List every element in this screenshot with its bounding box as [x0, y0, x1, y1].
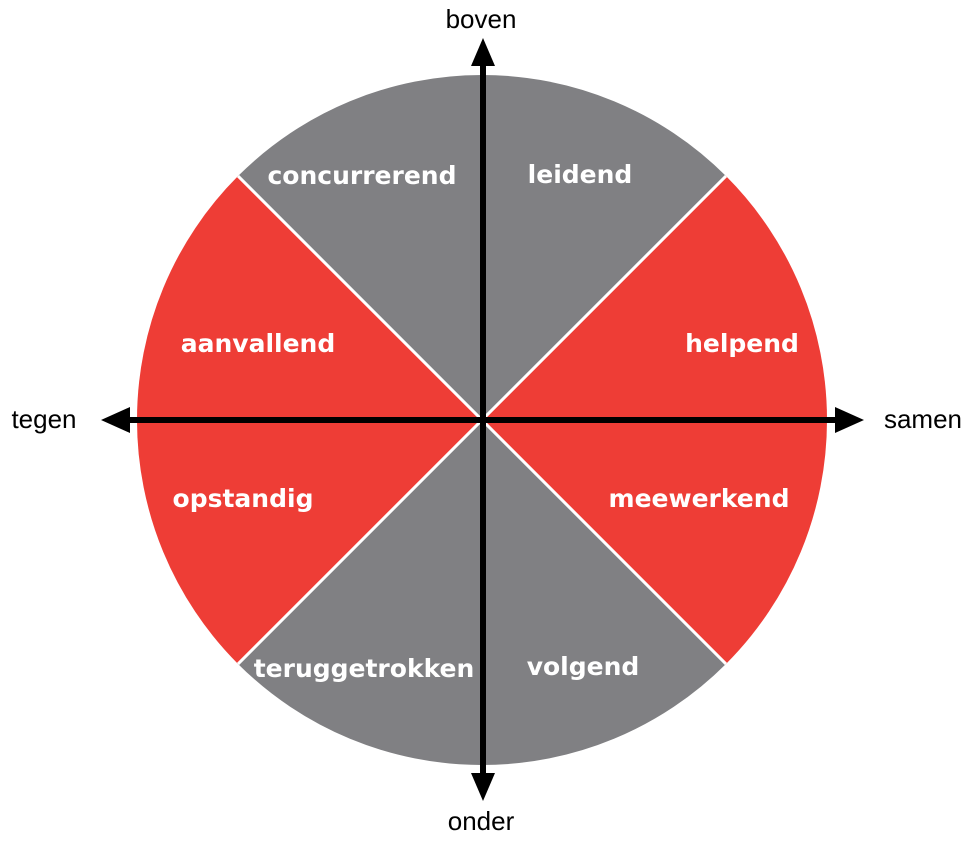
- segment-leidend: [482, 75, 726, 420]
- axis-label-left: tegen: [11, 404, 76, 434]
- segment-volgend: [482, 420, 726, 765]
- axis-label-bottom: onder: [448, 806, 515, 836]
- arrow-left-icon: [101, 407, 130, 433]
- label-opstandig: opstandig: [173, 484, 314, 513]
- label-volgend: volgend: [527, 652, 640, 681]
- label-aanvallend: aanvallend: [181, 329, 336, 358]
- label-teruggetrokken: teruggetrokken: [254, 654, 475, 683]
- label-meewerkend: meewerkend: [609, 484, 790, 513]
- segment-meewerkend: [482, 420, 827, 664]
- arrow-down-icon: [471, 773, 495, 801]
- label-concurrerend: concurrerend: [267, 161, 456, 190]
- arrow-up-icon: [471, 38, 495, 66]
- segment-helpend: [482, 176, 827, 420]
- label-helpend: helpend: [685, 329, 799, 358]
- segment-aanvallend: [137, 176, 482, 420]
- arrow-right-icon: [835, 407, 864, 433]
- label-leidend: leidend: [528, 160, 633, 189]
- axis-label-top: boven: [446, 4, 517, 34]
- axis-label-right: samen: [884, 404, 962, 434]
- segment-opstandig: [137, 420, 482, 664]
- segment-teruggetrokken: [238, 420, 482, 765]
- segment-concurrerend: [238, 75, 482, 420]
